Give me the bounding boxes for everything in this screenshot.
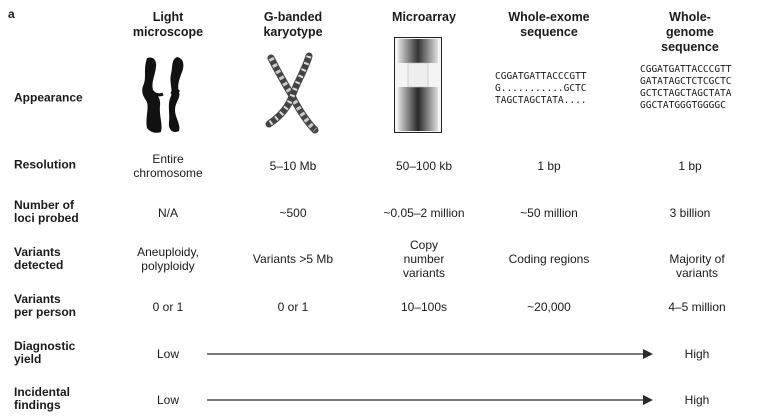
variants-detected-microarray: Copy number variants	[402, 238, 446, 280]
light-microscope-chromosome-image	[142, 57, 184, 133]
row-label-variants-per-person: Variants per person	[14, 292, 77, 319]
incidental-findings-arrow	[207, 395, 653, 405]
resolution-g-banded: 5–10 Mb	[269, 159, 317, 173]
loci-g-banded: ~500	[279, 206, 307, 220]
incidental-findings-high: High	[684, 393, 710, 407]
incidental-findings-low: Low	[156, 393, 180, 407]
resolution-whole-exome: 1 bp	[537, 159, 561, 173]
loci-whole-genome: 3 billion	[669, 206, 711, 220]
loci-whole-exome: ~50 million	[520, 206, 578, 220]
row-label-incidental-findings: Incidental findings	[14, 385, 71, 412]
diagnostic-yield-arrow	[207, 349, 653, 359]
diagnostic-yield-high: High	[684, 347, 710, 361]
col-header-whole-exome: Whole-exome sequence	[508, 10, 590, 39]
loci-microarray: ~0.05–2 million	[383, 206, 465, 220]
microarray-image	[394, 37, 442, 133]
whole-genome-sequence-text: CGGATGATTACCCGTT GATATAGCTCTCGCTC GCTCTA…	[640, 64, 732, 111]
variants-detected-g-banded: Variants >5 Mb	[252, 252, 334, 266]
row-label-loci-probed: Number of loci probed	[14, 198, 79, 225]
col-header-g-banded-karyotype: G-banded karyotype	[263, 10, 323, 39]
resolution-microarray: 50–100 kb	[395, 159, 453, 173]
g-banded-karyotype-image	[265, 52, 319, 134]
col-header-microarray: Microarray	[392, 10, 456, 24]
loci-light-microscope: N/A	[157, 206, 179, 220]
variants-per-person-light-microscope: 0 or 1	[152, 300, 184, 314]
row-label-appearance: Appearance	[14, 90, 83, 105]
variants-detected-light-microscope: Aneuploidy, polyploidy	[137, 245, 199, 273]
resolution-light-microscope: Entire chromosome	[133, 152, 203, 180]
row-label-diagnostic-yield: Diagnostic yield	[14, 339, 76, 366]
row-label-variants-detected: Variants detected	[14, 245, 64, 272]
variants-per-person-g-banded: 0 or 1	[277, 300, 309, 314]
variants-detected-whole-genome: Majority of variants	[669, 252, 725, 280]
whole-exome-sequence-text: CGGATGATTACCCGTT G...........GCTC TAGCTA…	[495, 71, 587, 106]
panel-letter: a	[8, 7, 15, 21]
resolution-whole-genome: 1 bp	[678, 159, 702, 173]
variants-per-person-whole-exome: ~20,000	[527, 300, 571, 314]
col-header-whole-genome: Whole-genome sequence	[661, 10, 719, 54]
col-header-light-microscope: Light microscope	[132, 10, 204, 39]
variants-per-person-microarray: 10–100s	[400, 300, 448, 314]
variants-detected-whole-exome: Coding regions	[508, 252, 590, 266]
row-label-resolution: Resolution	[14, 157, 76, 172]
variants-per-person-whole-genome: 4–5 million	[668, 300, 726, 314]
diagnostic-yield-low: Low	[156, 347, 180, 361]
